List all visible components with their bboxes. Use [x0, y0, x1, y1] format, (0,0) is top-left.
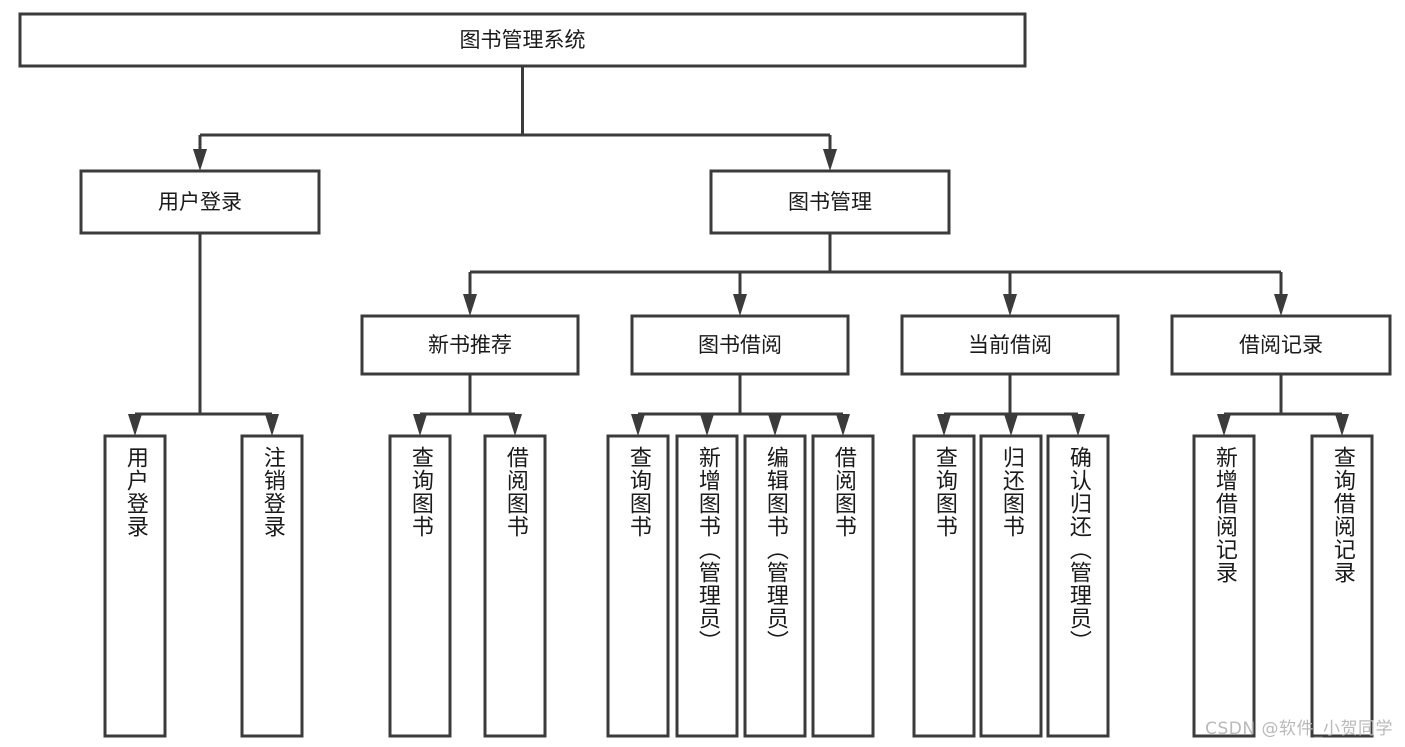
arrow-head-icon — [700, 414, 714, 436]
leaf-box-查询借阅记录-l3n3-1[interactable] — [1310, 434, 1374, 738]
arrow-head-icon — [1071, 414, 1085, 436]
node-box-图书管理-1[interactable] — [709, 169, 951, 235]
node-label-借阅记录-l3-3: 借阅记录 — [1239, 333, 1323, 357]
arrow-head-icon — [1217, 414, 1231, 436]
arrow-head-icon — [631, 414, 645, 436]
leaf-box-归还图书-l3n2-1[interactable] — [979, 434, 1043, 738]
watermark-text: CSDN @软件_小贺同学 — [1205, 719, 1393, 739]
leaf-box-用户登录-login-0[interactable] — [103, 434, 167, 738]
arrow-head-icon — [1004, 414, 1018, 436]
arrow-head-icon — [1274, 294, 1288, 316]
arrow-head-icon — [733, 294, 747, 316]
node-box-用户登录-0[interactable] — [79, 169, 321, 235]
arrow-head-icon — [128, 414, 142, 436]
arrow-head-icon — [1003, 294, 1017, 316]
arrow-head-icon — [193, 149, 207, 171]
node-label-当前借阅-l3-2: 当前借阅 — [968, 333, 1052, 357]
leaf-box-编辑图书管理员-l3n1-2[interactable] — [743, 434, 807, 738]
arrow-head-icon — [265, 414, 279, 436]
arrow-head-icon — [823, 149, 837, 171]
connectors-layer — [128, 66, 1349, 436]
leaf-box-新增借阅记录-l3n3-0[interactable] — [1192, 434, 1256, 738]
arrow-head-icon — [1335, 414, 1349, 436]
leaf-box-确认归还管理员-l3n2-2[interactable] — [1046, 434, 1110, 738]
node-box-root[interactable] — [18, 12, 1027, 68]
leaf-box-借阅图书-l3n1-3[interactable] — [811, 434, 875, 738]
node-label-新书推荐-l3-0: 新书推荐 — [428, 333, 512, 357]
node-box-图书借阅-l3-1[interactable] — [630, 314, 850, 376]
arrow-head-icon — [836, 414, 850, 436]
node-box-借阅记录-l3-3[interactable] — [1170, 314, 1392, 376]
leaf-box-查询图书-l3n0-0[interactable] — [388, 434, 452, 738]
node-box-当前借阅-l3-2[interactable] — [900, 314, 1120, 376]
arrow-head-icon — [413, 414, 427, 436]
node-box-新书推荐-l3-0[interactable] — [360, 314, 580, 376]
leaf-box-注销登录-login-1[interactable] — [240, 434, 304, 738]
arrow-head-icon — [768, 414, 782, 436]
leaf-box-借阅图书-l3n0-1[interactable] — [483, 434, 547, 738]
arrow-head-icon — [508, 414, 522, 436]
arrow-head-icon — [937, 414, 951, 436]
arrow-head-icon — [463, 294, 477, 316]
leaf-box-查询图书-l3n2-0[interactable] — [912, 434, 976, 738]
node-label-用户登录-0: 用户登录 — [158, 190, 242, 214]
node-label-图书管理-1: 图书管理 — [788, 190, 872, 214]
leaf-box-新增图书管理员-l3n1-1[interactable] — [675, 434, 739, 738]
boxes-layer — [18, 12, 1392, 738]
node-label-root: 图书管理系统 — [460, 28, 586, 52]
node-label-图书借阅-l3-1: 图书借阅 — [698, 333, 782, 357]
leaf-box-查询图书-l3n1-0[interactable] — [606, 434, 670, 738]
